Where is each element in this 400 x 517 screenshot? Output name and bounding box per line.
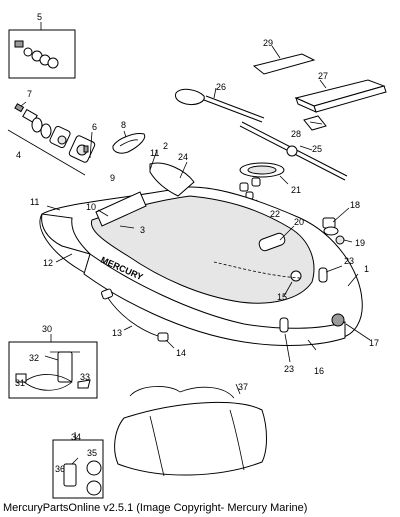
part-27-seat <box>294 79 387 113</box>
callout-31: 31 <box>15 378 25 388</box>
callout-35: 35 <box>87 448 97 458</box>
callout-37: 37 <box>238 382 248 392</box>
callout-17: 17 <box>369 338 379 348</box>
callout-24: 24 <box>178 152 188 162</box>
callout-15: 15 <box>277 292 287 302</box>
callout-13: 13 <box>112 328 122 338</box>
part-18-valve <box>322 207 353 245</box>
copyright-footer: MercuryPartsOnline v2.5.1 (Image Copyrig… <box>3 502 308 514</box>
callout-22: 22 <box>270 209 280 219</box>
part-30-pump-kit <box>8 334 98 399</box>
callout-18: 18 <box>350 200 360 210</box>
callout-28: 28 <box>291 129 301 139</box>
callout-14: 14 <box>176 348 186 358</box>
callout-1: 1 <box>364 264 369 274</box>
callout-29: 29 <box>263 38 273 48</box>
part-34-bottle-kit <box>52 431 104 499</box>
part-25-pole <box>239 121 348 181</box>
callout-11-top: 11 <box>150 148 159 158</box>
callout-19: 19 <box>355 238 365 248</box>
callout-12: 12 <box>43 258 53 268</box>
callout-3: 3 <box>140 225 145 235</box>
callout-33: 33 <box>80 372 90 382</box>
boat-hull: MERCURY <box>39 162 363 346</box>
part-13-line <box>100 288 169 342</box>
callout-11-left: 11 <box>30 197 39 207</box>
callout-25: 25 <box>312 144 322 154</box>
callout-34: 34 <box>71 432 81 442</box>
callout-numbers: 5 7 4 6 8 11 2 24 9 11 10 3 12 13 14 15 … <box>15 12 379 474</box>
callout-6: 6 <box>92 122 97 132</box>
part-21-oarlock <box>239 162 289 185</box>
callout-23-right: 23 <box>344 256 354 266</box>
part-26-oar <box>175 87 265 123</box>
callout-9: 9 <box>110 173 115 183</box>
callout-21: 21 <box>291 185 301 195</box>
part-8-handle <box>112 130 146 154</box>
callout-5: 5 <box>37 12 42 22</box>
callout-20: 20 <box>294 217 304 227</box>
part-28-bracket <box>303 115 327 131</box>
callout-2: 2 <box>163 141 168 151</box>
callout-26: 26 <box>216 82 226 92</box>
part-29-strip <box>252 45 316 75</box>
part-4-valve-assembly <box>7 101 96 176</box>
callout-36: 36 <box>55 464 65 474</box>
callout-10: 10 <box>86 202 96 212</box>
callout-30: 30 <box>42 324 52 334</box>
part-5-oring-kit <box>8 22 76 79</box>
callout-7: 7 <box>27 89 32 99</box>
leader-lines <box>44 149 371 465</box>
callout-8: 8 <box>121 120 126 130</box>
callout-16: 16 <box>314 366 324 376</box>
part-37-bag <box>114 383 267 477</box>
callout-32: 32 <box>29 353 39 363</box>
callout-4: 4 <box>16 150 21 160</box>
callout-23-bottom: 23 <box>284 364 294 374</box>
callout-27: 27 <box>318 71 328 81</box>
